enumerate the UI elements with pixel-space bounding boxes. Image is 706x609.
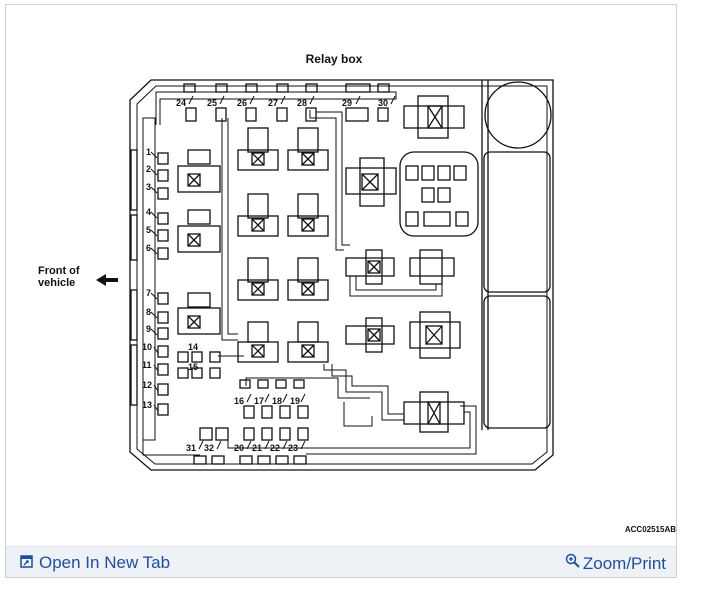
bottom-fuse-row (193, 455, 307, 465)
fuse-label: 30 (378, 98, 388, 108)
fuse-label: 32 (204, 443, 214, 453)
fuse-label: 23 (288, 443, 298, 453)
fuse-label: 9 (146, 324, 151, 334)
fuse-label: 16 (234, 396, 244, 406)
fuse-label: 28 (297, 98, 307, 108)
fuse-label: 15 (188, 362, 198, 372)
front-label-line2: vehicle (38, 277, 75, 289)
zoom-print-label: Zoom/Print (582, 553, 666, 573)
fuse-label: 22 (270, 443, 280, 453)
fuse-label: 18 (272, 396, 282, 406)
fuse-label: 4 (146, 207, 151, 217)
open-in-new-tab-label: Open In New Tab (39, 553, 171, 572)
fuse-label: 21 (252, 443, 262, 453)
fuse-row-16-19 (199, 379, 309, 441)
fuse-label: 29 (342, 98, 352, 108)
diagram-title: Relay box (306, 52, 363, 66)
fuse-label: 26 (237, 98, 247, 108)
relay-box-outline (129, 79, 554, 471)
external-window-icon (20, 553, 33, 573)
fuse-label: 25 (207, 98, 217, 108)
fuse-label: 31 (186, 443, 196, 453)
fuse-label: 20 (234, 443, 244, 453)
front-label-line1: Front of (38, 265, 80, 277)
fuse-label: 27 (268, 98, 278, 108)
fuse-label: 10 (142, 342, 152, 352)
fuse-label: 6 (146, 243, 151, 253)
zoom-print-link[interactable]: Zoom/Print (565, 553, 666, 574)
relay-group-left (177, 149, 221, 335)
relay-group-center (237, 127, 329, 363)
fuse-label: 12 (142, 380, 152, 390)
right-compartment-upper (483, 151, 551, 293)
fuse-label: 14 (188, 342, 198, 352)
fuse-label: 7 (146, 288, 151, 298)
wiring-channels (142, 91, 477, 456)
relay-coil-symbols (187, 152, 315, 358)
fuse-label: 13 (142, 400, 152, 410)
reference-code: ACC02515AB (624, 525, 676, 534)
round-cavity (484, 81, 552, 149)
relay-group-right (345, 95, 465, 433)
image-frame (5, 4, 677, 578)
fuse-label: 3 (146, 182, 151, 192)
left-connector-tabs (130, 149, 138, 406)
mini-fuse-block (399, 151, 479, 237)
open-in-new-tab-link[interactable]: Open In New Tab (20, 553, 170, 573)
fuse-label: 24 (176, 98, 186, 108)
magnifier-plus-icon (565, 553, 581, 574)
fuse-label: 5 (146, 225, 151, 235)
left-fuse-column (157, 152, 169, 416)
fuse-label: 17 (254, 396, 264, 406)
image-toolbar: Open In New Tab Zoom/Print (6, 546, 676, 577)
fuse-label: 1 (146, 147, 151, 157)
fuse-label: 2 (146, 164, 151, 174)
fuse-label: 19 (290, 396, 300, 406)
front-arrow-icon (96, 274, 118, 286)
fuse-pair-14-15 (177, 351, 221, 379)
fuse-number-labels: 24 25 26 27 28 29 30 1 2 3 4 5 6 7 8 9 1… (142, 98, 388, 453)
right-compartment-lower (483, 295, 551, 429)
label-ticks (150, 95, 396, 450)
fuse-label: 8 (146, 307, 151, 317)
fuse-label: 11 (142, 360, 152, 370)
